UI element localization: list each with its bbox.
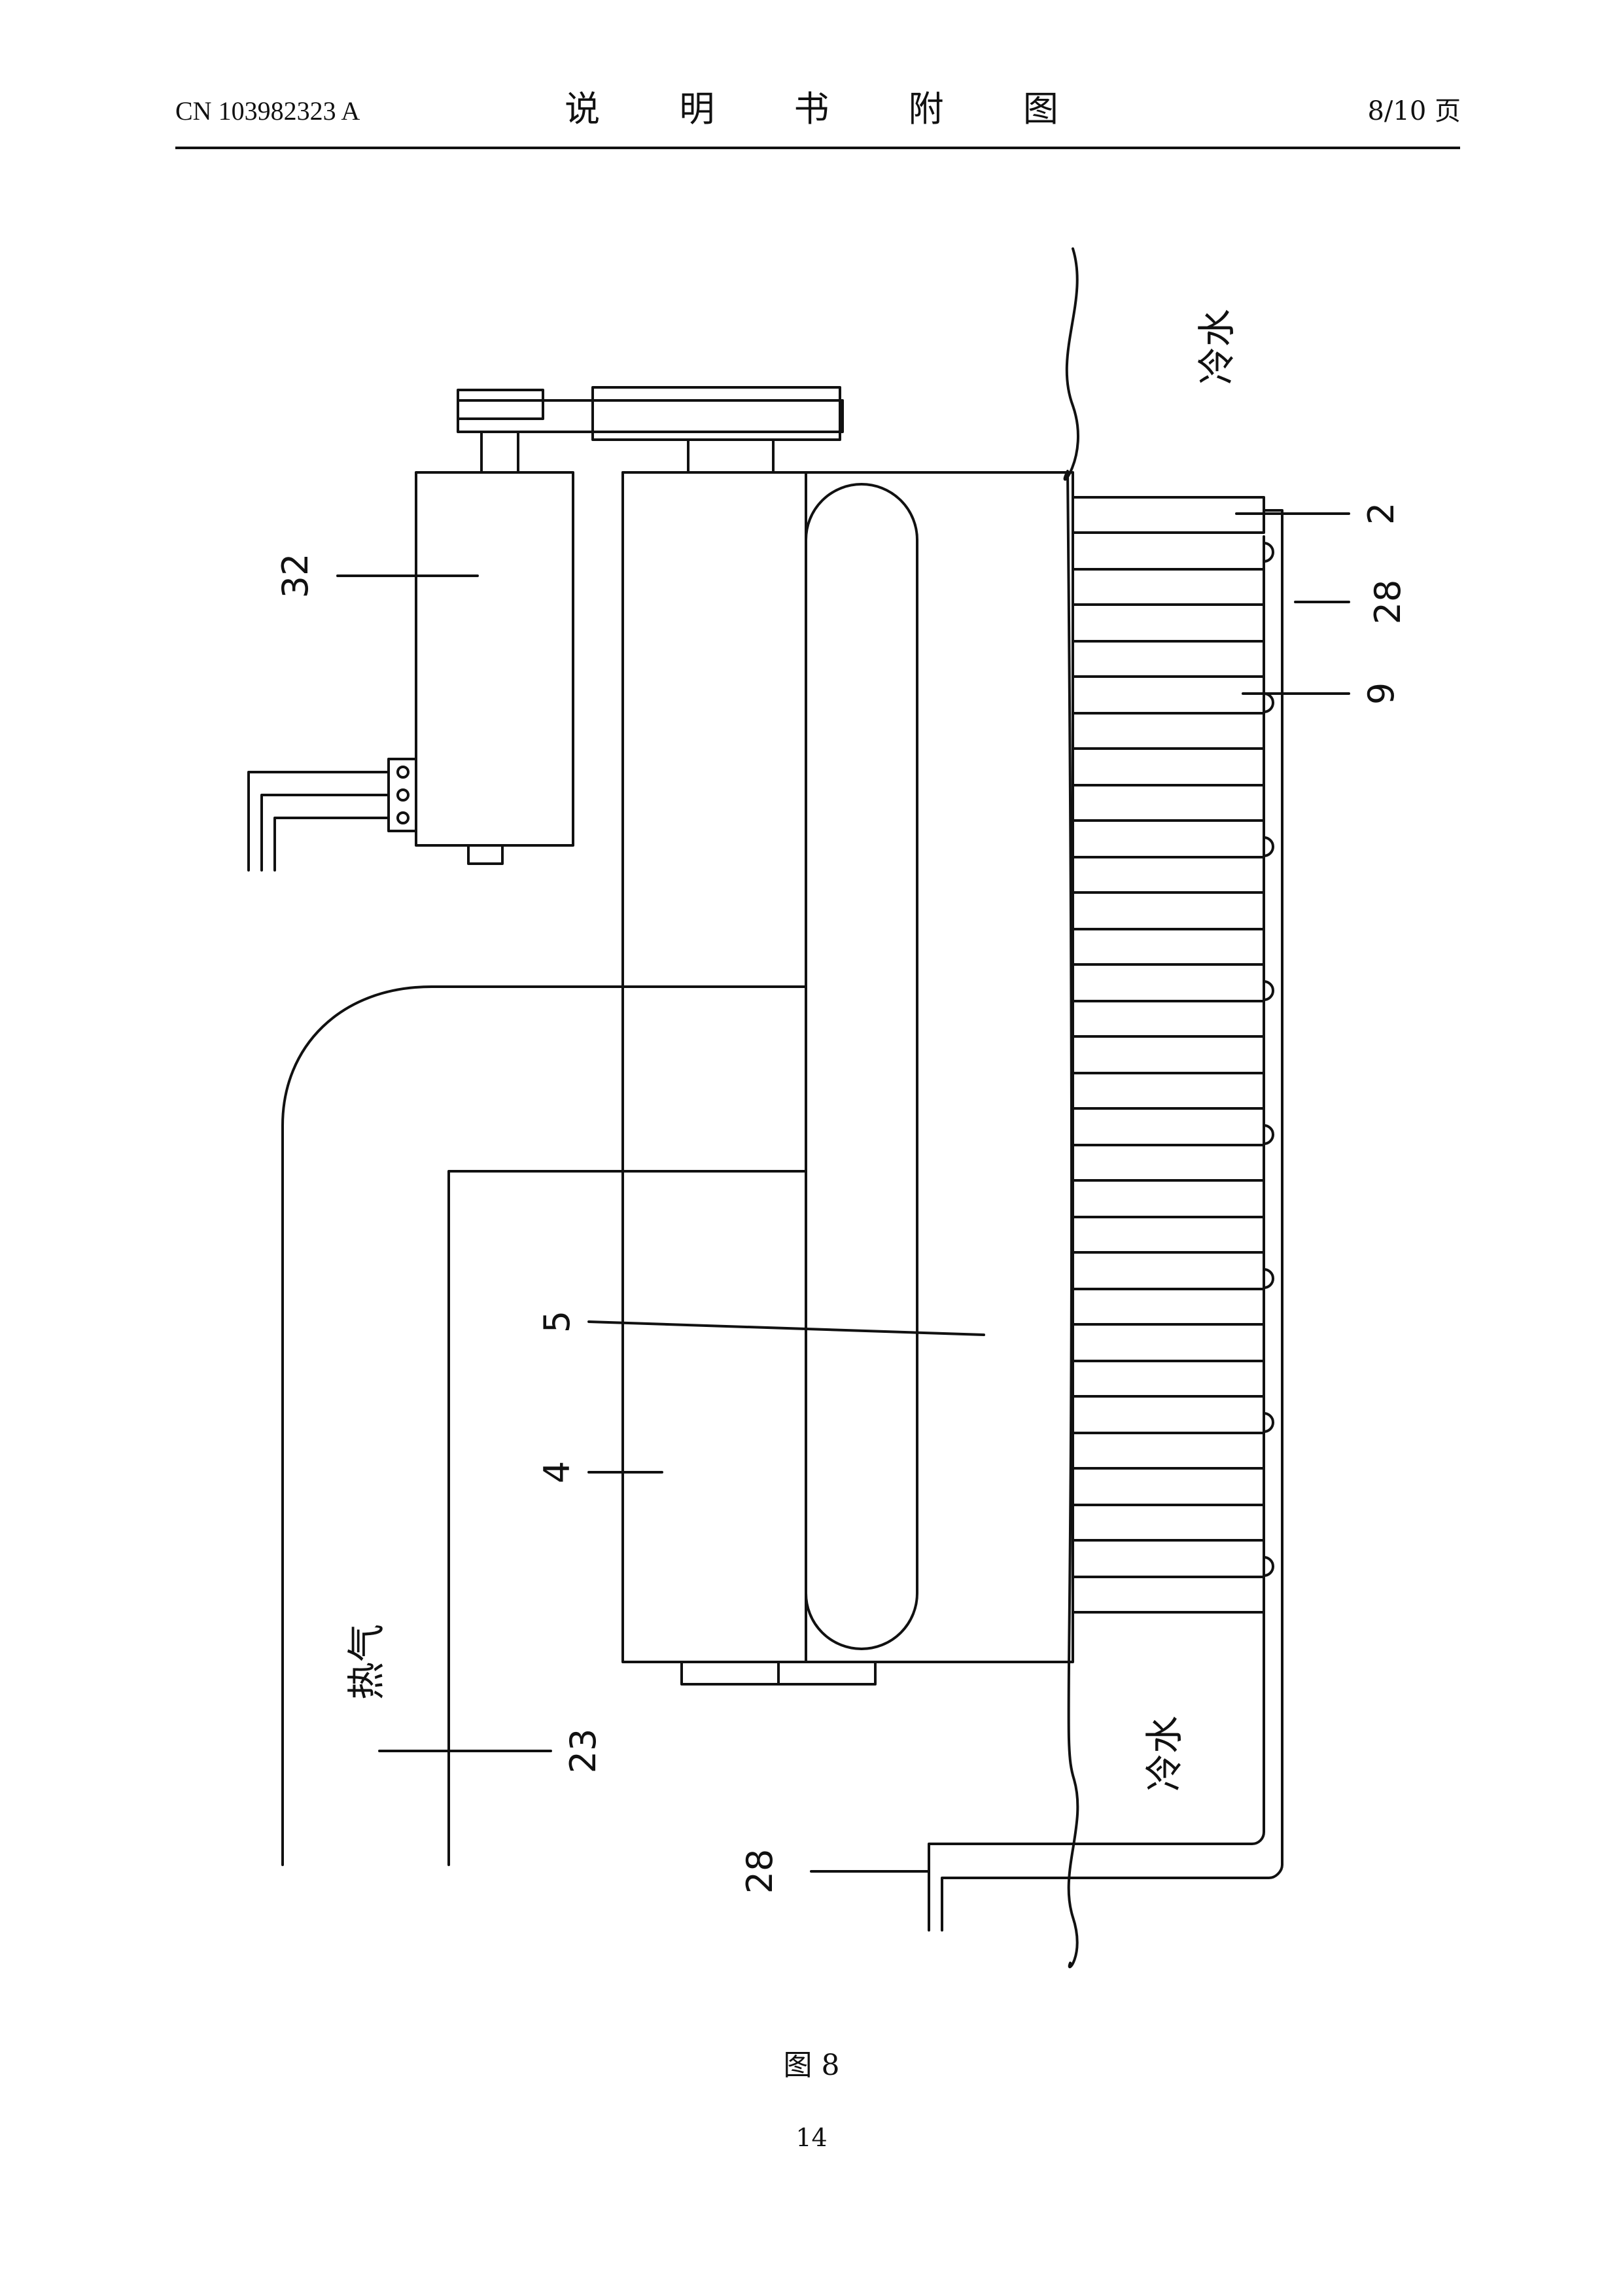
label-ref-5: 5 [536,1311,578,1333]
motor-shaft [480,431,519,474]
leader-5 [587,1320,985,1336]
label-ref-28-bottom: 28 [739,1849,780,1894]
hot-air-duct-outer [281,985,624,1866]
header-rule [175,147,1460,149]
motor-body [415,471,574,847]
conveyor-loop [805,483,918,1650]
label-ref-32: 32 [275,554,316,599]
motor-rear-shaft [467,844,504,865]
drive-belt [457,399,844,433]
page-number: 14 [795,2123,828,2152]
terminal-1 [396,766,410,779]
label-cold-water-top: 冷水 [1195,309,1239,385]
motor-terminal-box [387,758,417,832]
water-pipe-outer [941,509,1283,1932]
label-ref-9: 9 [1361,682,1402,705]
label-ref-2: 2 [1361,503,1402,525]
page-count: 8/10 页 [1367,96,1461,126]
label-hot-air: 热气 [344,1624,389,1700]
belt-pulley-small [457,389,544,420]
section-title: 说 明 书 附 图 [565,88,1092,130]
water-boundary-line [1063,247,1079,1968]
label-ref-4: 4 [536,1461,578,1483]
housing-shaft [687,438,775,474]
main-housing [621,471,1074,1663]
terminal-3 [396,811,410,824]
figure-caption: 图 8 [783,2049,840,2082]
hot-air-duct-inner [447,1170,624,1866]
pipe-u-bends [1263,542,1274,1577]
water-pipe-inner [928,535,1265,1932]
cooling-fins [1072,496,1265,1614]
label-ref-28-right: 28 [1367,580,1408,625]
power-cable [247,771,390,872]
terminal-2 [396,788,410,802]
label-cold-water-bottom: 冷水 [1142,1716,1187,1792]
label-ref-23: 23 [563,1729,604,1774]
publication-number: CN 103982323 A [175,96,360,126]
